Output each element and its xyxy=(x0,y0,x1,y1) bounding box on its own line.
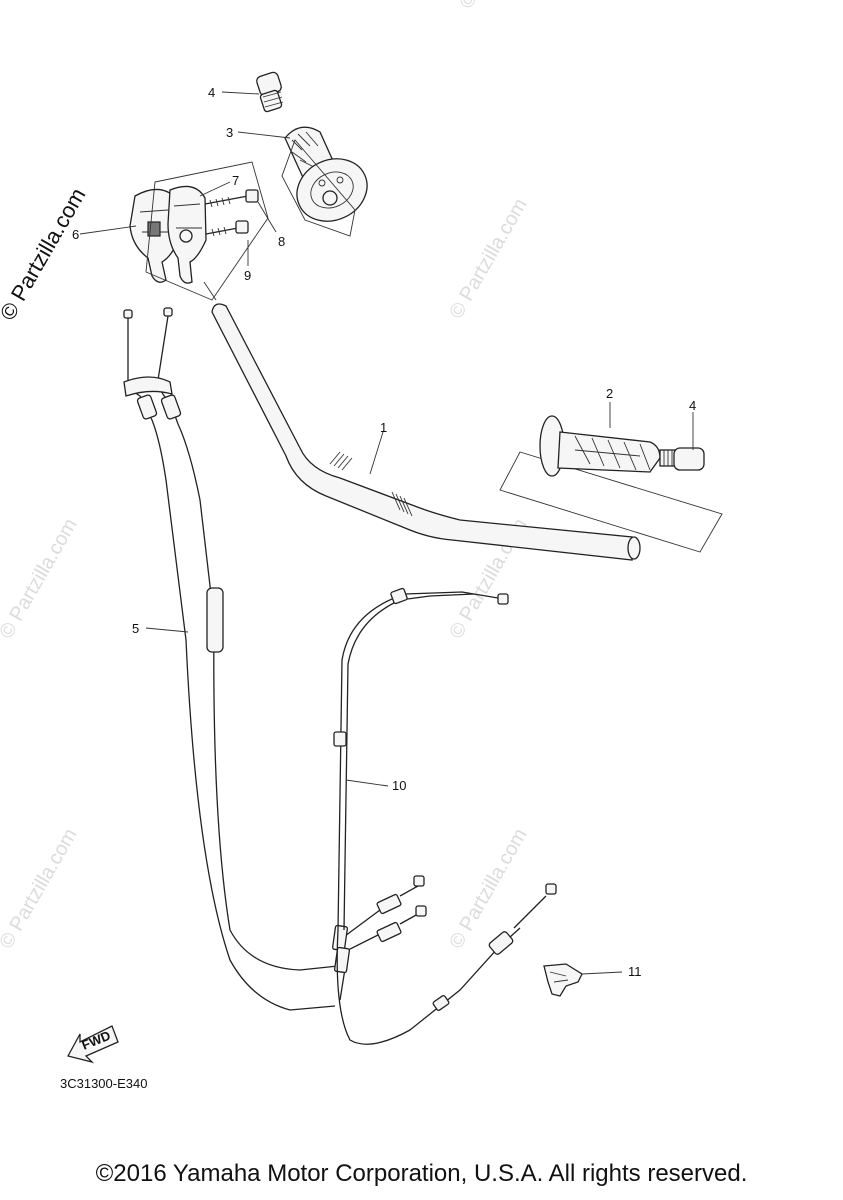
callout-8: 8 xyxy=(278,234,285,249)
callout-10: 10 xyxy=(392,778,406,793)
cable-clamp[interactable] xyxy=(543,963,583,997)
handlebar[interactable] xyxy=(203,281,641,561)
callout-4-right: 4 xyxy=(689,398,696,413)
bar-end-top[interactable] xyxy=(255,71,284,113)
copyright-notice: ©2016 Yamaha Motor Corporation, U.S.A. A… xyxy=(95,1160,748,1187)
fwd-arrow: FWD xyxy=(67,1025,119,1064)
watermark-3: © Partzilla.com xyxy=(445,825,531,953)
diagram-code: 3C31300-E340 xyxy=(60,1076,147,1091)
callout-6: 6 xyxy=(72,227,79,242)
callout-7: 7 xyxy=(232,173,239,188)
throttle-grip[interactable] xyxy=(281,126,377,237)
grip-outline xyxy=(499,451,723,553)
watermark-6: © Partzilla.com xyxy=(455,0,541,13)
callout-9: 9 xyxy=(244,268,251,283)
screw-8[interactable] xyxy=(204,189,259,208)
cable-fittings[interactable] xyxy=(331,875,427,1001)
cable-10[interactable] xyxy=(333,587,557,1045)
callouts: 4 3 7 8 9 6 1 2 4 5 10 11 xyxy=(72,85,696,979)
left-grip[interactable] xyxy=(539,415,661,477)
callout-2: 2 xyxy=(606,386,613,401)
callout-11: 11 xyxy=(628,964,642,979)
watermark-1: © Partzilla.com xyxy=(445,195,531,323)
watermark-4: © Partzilla.com xyxy=(0,515,82,643)
callout-5: 5 xyxy=(132,621,139,636)
watermark-dark: © Partzilla.com xyxy=(0,184,90,325)
callout-4-top: 4 xyxy=(208,85,215,100)
watermark-5: © Partzilla.com xyxy=(0,825,82,953)
throttle-housing[interactable] xyxy=(129,185,207,284)
screw-9[interactable] xyxy=(205,220,249,237)
housing-outline xyxy=(145,161,269,301)
watermarks: © Partzilla.com © Partzilla.com © Partzi… xyxy=(0,0,542,953)
bar-end-right[interactable] xyxy=(659,447,705,471)
throttle-cables[interactable] xyxy=(123,307,339,1011)
callout-1: 1 xyxy=(380,420,387,435)
callout-3: 3 xyxy=(226,125,233,140)
leader-lines xyxy=(79,91,694,975)
